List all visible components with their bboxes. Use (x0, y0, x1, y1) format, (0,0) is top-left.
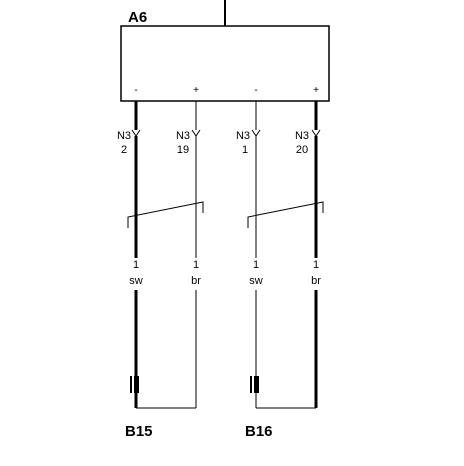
wire-4-color: br (311, 275, 321, 287)
sensor-b16-icon (250, 376, 259, 393)
wire-1-color: sw (129, 275, 143, 287)
connector-arrow-icon (191, 129, 201, 137)
pin-1-connector: N3 (117, 130, 131, 142)
module-label: A6 (128, 9, 147, 26)
wire-3-color: sw (249, 275, 263, 287)
pin-3-number: 1 (242, 144, 248, 156)
pin-4-connector: N3 (295, 130, 309, 142)
shield-bracket-left (127, 201, 204, 228)
pin-2-connector: N3 (176, 130, 190, 142)
sensor-b15-icon (130, 376, 139, 393)
pin-2-polarity: + (193, 85, 199, 96)
wire-2-color: br (191, 275, 201, 287)
pin-3-connector: N3 (236, 130, 250, 142)
pin-4-polarity: + (313, 85, 319, 96)
shield-bracket-right (247, 201, 324, 228)
wire-3-number: 1 (253, 259, 259, 271)
connector-arrow-icon (131, 129, 141, 137)
connector-arrow-icon (311, 129, 321, 137)
pin-1-polarity: - (134, 85, 137, 96)
pin-3-polarity: - (254, 85, 257, 96)
connector-arrow-icon (251, 129, 261, 137)
pin-4-number: 20 (296, 144, 308, 156)
component-b15-label: B15 (125, 423, 153, 440)
pin-2-number: 19 (177, 144, 189, 156)
module-box (120, 25, 330, 102)
component-b16-label: B16 (245, 423, 273, 440)
pin-1-number: 2 (121, 144, 127, 156)
wire-4-number: 1 (313, 259, 319, 271)
wire-2-number: 1 (193, 259, 199, 271)
wire-1-number: 1 (133, 259, 139, 271)
